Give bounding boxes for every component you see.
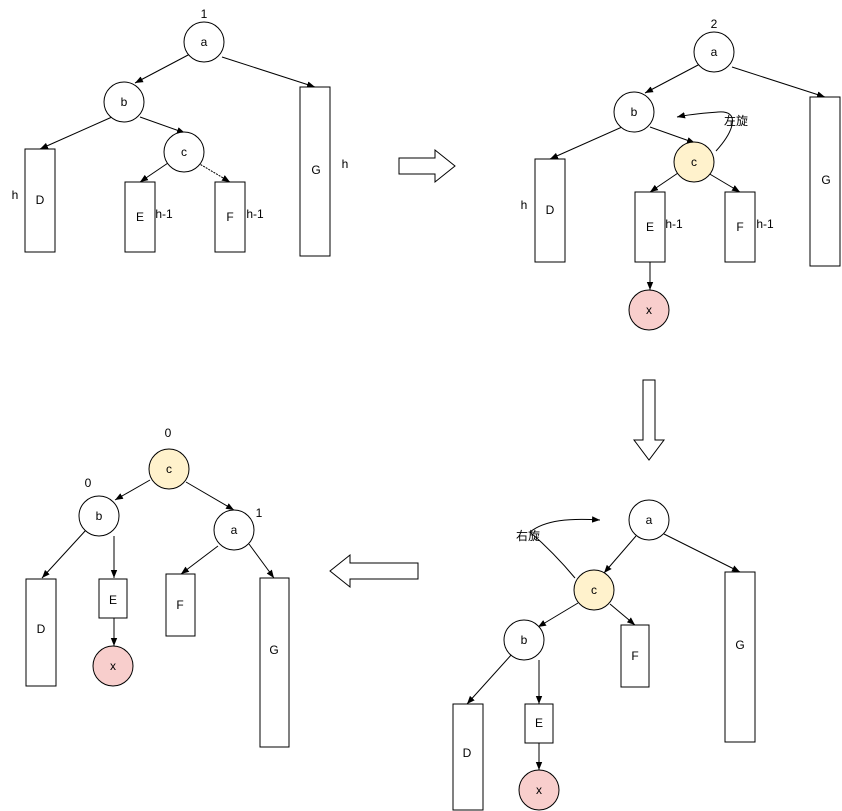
- balance-factor-c: 0: [165, 426, 172, 440]
- node-c-pivot: [573, 569, 615, 611]
- node-c-label: c: [591, 583, 597, 597]
- subtree-g-label: G: [821, 173, 830, 187]
- panel-3-after-left-rotation: 右旋 a c b D E F G x: [452, 499, 756, 811]
- node-b: [78, 495, 120, 537]
- subtree-f-label: F: [631, 649, 638, 663]
- node-x-inserted: [518, 769, 560, 811]
- node-a-label: a: [711, 45, 718, 59]
- subtree-g: [259, 577, 290, 748]
- rotation-label-right: 右旋: [516, 528, 540, 543]
- subtree-g: [299, 86, 331, 257]
- node-x-inserted: [92, 645, 134, 687]
- subtree-d: [534, 158, 566, 263]
- node-x-label: x: [536, 783, 542, 797]
- subtree-d-label: D: [36, 193, 45, 207]
- node-c-root: [148, 448, 190, 490]
- subtree-d-height: h: [12, 188, 19, 202]
- subtree-d: [25, 578, 57, 687]
- subtree-g-label: G: [269, 643, 278, 657]
- node-c-pivot: [673, 141, 715, 183]
- subtree-d-label: D: [546, 203, 555, 217]
- node-a-label: a: [646, 513, 653, 527]
- balance-factor-a: 2: [711, 17, 718, 31]
- subtree-f-label: F: [736, 220, 743, 234]
- balance-factor-b: 0: [85, 476, 92, 490]
- node-b: [103, 81, 145, 123]
- node-b: [613, 91, 655, 133]
- subtree-e-height: h-1: [665, 217, 683, 231]
- node-b-label: b: [121, 95, 128, 109]
- node-c-label: c: [166, 462, 172, 476]
- subtree-e-label: E: [136, 210, 144, 224]
- subtree-d-height: h: [521, 198, 528, 212]
- node-a-label: a: [231, 523, 238, 537]
- subtree-g: [809, 96, 841, 267]
- node-a-label: a: [201, 35, 208, 49]
- transition-arrow-right: [398, 148, 456, 184]
- node-b-label: b: [631, 105, 638, 119]
- rotation-label-left: 左旋: [724, 113, 748, 128]
- subtree-d-label: D: [463, 746, 472, 760]
- node-c-label: c: [691, 155, 697, 169]
- subtree-f-label: F: [176, 598, 183, 612]
- subtree-e-label: E: [109, 593, 117, 607]
- node-c: [163, 131, 205, 173]
- node-a: [693, 31, 735, 73]
- subtree-f: [620, 624, 650, 688]
- subtree-f-height: h-1: [756, 217, 774, 231]
- balance-factor-a: 1: [256, 506, 263, 520]
- subtree-e-height: h-1: [155, 207, 173, 221]
- subtree-f: [724, 191, 756, 263]
- node-b-label: b: [96, 509, 103, 523]
- panel-2-after-insert: 左旋 a 2 b c D h E h-1 F h-1 G x: [521, 17, 841, 331]
- subtree-g-label: G: [735, 638, 744, 652]
- subtree-e: [98, 578, 128, 619]
- subtree-e: [524, 703, 554, 744]
- subtree-e: [124, 181, 156, 253]
- panel-1-balanced-tree: a 1 b c D h E h-1 F h-1 G h: [12, 7, 349, 257]
- subtree-e-label: E: [535, 716, 543, 730]
- node-b: [503, 619, 545, 661]
- subtree-e: [634, 191, 666, 263]
- node-x-inserted: [628, 289, 670, 331]
- subtree-f-height: h-1: [246, 207, 264, 221]
- subtree-e-label: E: [646, 220, 654, 234]
- transition-arrow-down: [633, 379, 665, 461]
- subtree-f: [214, 181, 246, 253]
- subtree-g-label: G: [311, 163, 320, 177]
- node-a: [213, 509, 255, 551]
- subtree-f: [165, 573, 196, 637]
- node-x-label: x: [110, 659, 116, 673]
- transition-arrow-left: [329, 553, 419, 589]
- subtree-g: [724, 571, 756, 743]
- node-a: [183, 21, 225, 63]
- subtree-d: [452, 703, 484, 811]
- subtree-g-height: h: [342, 157, 349, 171]
- subtree-f-label: F: [226, 210, 233, 224]
- node-a: [628, 499, 670, 541]
- subtree-d: [24, 148, 56, 253]
- panel-4-after-right-rotation: c 0 b 0 a 1 D E F G x: [25, 426, 290, 748]
- balance-factor-a: 1: [201, 7, 208, 21]
- subtree-d-label: D: [37, 622, 46, 636]
- node-b-label: b: [521, 633, 528, 647]
- node-c-label: c: [181, 145, 187, 159]
- node-x-label: x: [646, 303, 652, 317]
